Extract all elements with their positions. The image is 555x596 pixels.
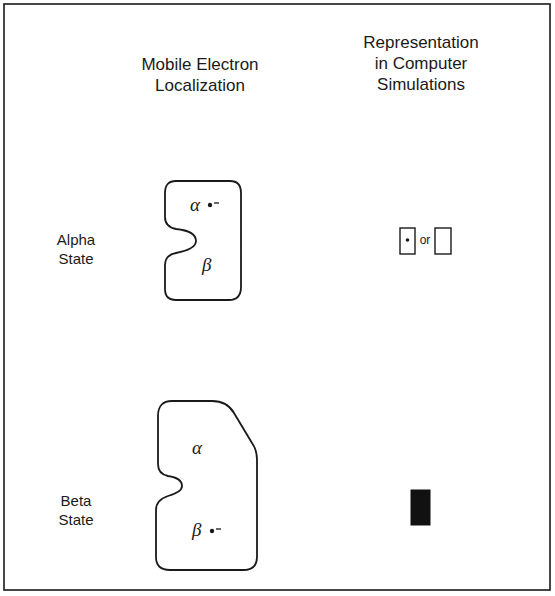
row-label: Alpha State xyxy=(45,230,107,268)
region-outline-path xyxy=(156,401,257,570)
electron-charge xyxy=(216,528,221,529)
region-outline xyxy=(162,178,244,303)
cell-with-electron xyxy=(400,228,415,254)
electron-dot xyxy=(406,238,410,242)
site-label: α xyxy=(190,195,200,215)
figure-frame xyxy=(4,4,550,590)
or-label: or xyxy=(420,233,431,248)
site-label: α xyxy=(192,438,202,458)
region-outline xyxy=(152,398,260,574)
filled-cell xyxy=(411,490,430,525)
electron-dot xyxy=(210,529,214,533)
site-label: β xyxy=(202,255,211,275)
column-heading: Representation in Computer Simulations xyxy=(357,32,485,95)
region-outline-path xyxy=(165,181,241,300)
column-heading: Mobile Electron Localization xyxy=(130,54,270,96)
electron-region: αβ xyxy=(162,178,244,303)
electron-region: αβ xyxy=(152,398,260,574)
electron-dot xyxy=(208,203,212,207)
row-label: Beta State xyxy=(45,491,107,529)
site-label: β xyxy=(192,520,201,540)
empty-cell xyxy=(435,228,451,254)
electron-charge xyxy=(214,202,219,203)
